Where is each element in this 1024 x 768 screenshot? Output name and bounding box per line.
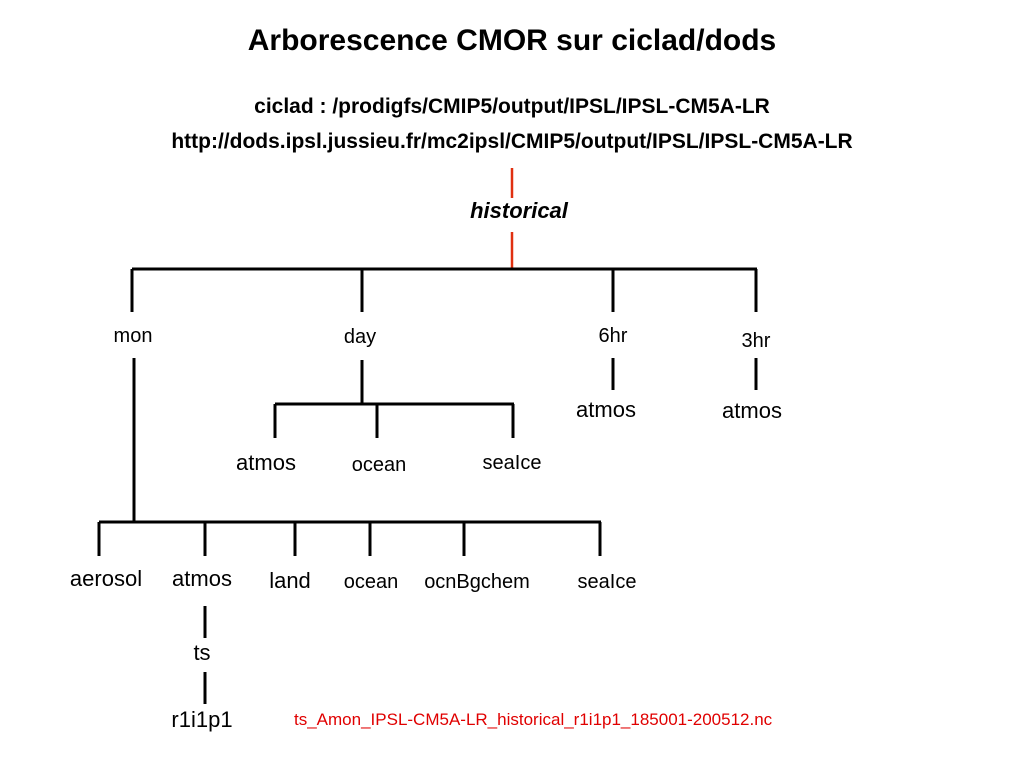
node-mon-ocnbgchem: ocnBgchem: [424, 571, 530, 593]
node-3hr-atmos: atmos: [722, 398, 782, 423]
node-mon-seaice: seaIce: [577, 571, 637, 593]
node-6hr-atmos: atmos: [576, 397, 636, 422]
node-day-seaice: seaIce: [482, 452, 542, 474]
ciclad-path: ciclad : /prodigfs/CMIP5/output/IPSL/IPS…: [254, 95, 770, 118]
example-filename: ts_Amon_IPSL-CM5A-LR_historical_r1i1p1_1…: [294, 710, 773, 729]
node-ensemble: r1i1p1: [171, 707, 233, 732]
dods-url: http://dods.ipsl.jussieu.fr/mc2ipsl/CMIP…: [171, 130, 853, 153]
node-day: day: [343, 326, 377, 348]
node-historical: historical: [470, 198, 568, 223]
page-title: Arborescence CMOR sur ciclad/dods: [247, 24, 777, 57]
node-mon-ocean: ocean: [343, 571, 399, 593]
node-3hr: 3hr: [741, 330, 771, 352]
node-mon: mon: [113, 325, 153, 347]
node-variable-ts: ts: [193, 640, 211, 665]
node-6hr: 6hr: [598, 325, 628, 347]
node-mon-land: land: [269, 568, 311, 593]
node-day-atmos: atmos: [236, 450, 296, 475]
node-day-ocean: ocean: [351, 454, 407, 476]
node-mon-aerosol: aerosol: [69, 566, 143, 591]
node-mon-atmos: atmos: [172, 566, 232, 591]
